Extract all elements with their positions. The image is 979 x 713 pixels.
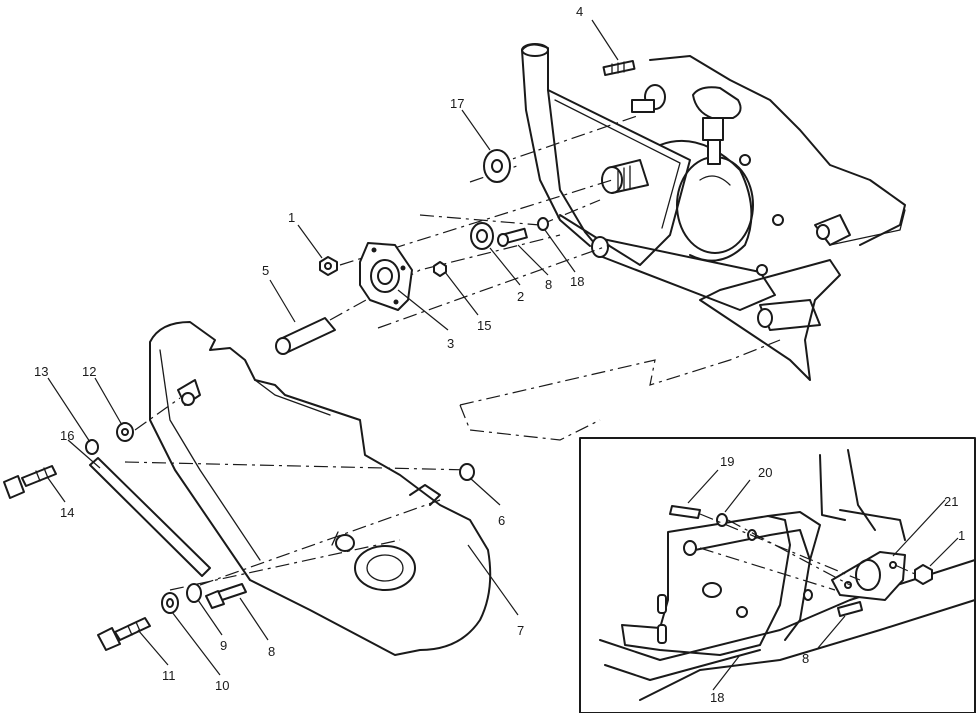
callout-8: 8	[545, 277, 552, 292]
inset-callout-20: 20	[758, 465, 772, 480]
grommet-6	[459, 463, 475, 481]
nut-13	[85, 439, 99, 455]
leader-lines	[47, 19, 619, 676]
washer-17	[483, 149, 511, 183]
callout-labels: 4 17 1 5 3 15 2 8 18 6 7 8 9 10 11 14 16…	[34, 4, 584, 693]
callout-1: 1	[288, 210, 295, 225]
inset-detail: 19 20 21 1 8 18	[579, 437, 976, 713]
bearing-flange-3	[359, 242, 413, 311]
bolt-4	[602, 59, 636, 77]
inset-callout-8: 8	[802, 651, 809, 666]
bushing-2	[470, 222, 494, 250]
callout-9: 9	[220, 638, 227, 653]
callout-5: 5	[262, 263, 269, 278]
rod-16	[89, 457, 211, 577]
callout-4: 4	[576, 4, 583, 19]
callout-10: 10	[215, 678, 229, 693]
washer-9	[186, 583, 202, 603]
callout-17: 17	[450, 96, 464, 111]
callout-11: 11	[162, 668, 176, 683]
spacer-tube-5	[275, 317, 336, 355]
callout-18: 18	[570, 274, 584, 289]
bolt-14	[3, 465, 57, 499]
callout-6: 6	[498, 513, 505, 528]
callout-12: 12	[82, 364, 96, 379]
callout-14: 14	[60, 505, 74, 520]
inset-callout-18: 18	[710, 690, 724, 705]
bolt-8-upper	[497, 227, 528, 247]
lockwasher-18	[537, 217, 549, 231]
inset-callout-1: 1	[958, 528, 965, 543]
callout-15: 15	[477, 318, 491, 333]
assembly-guide-lines	[124, 114, 781, 591]
bolt-11	[97, 617, 151, 651]
callout-3: 3	[447, 336, 454, 351]
callout-13: 13	[34, 364, 48, 379]
nut-15	[433, 261, 447, 277]
callout-16: 16	[60, 428, 74, 443]
nut-1	[319, 256, 338, 276]
washer-12	[116, 422, 134, 442]
inset-callout-19: 19	[720, 454, 734, 469]
bolt-8-lower	[205, 583, 247, 609]
callout-2: 2	[517, 289, 524, 304]
callout-7: 7	[517, 623, 524, 638]
engine-assembly	[521, 43, 906, 381]
clutch-guard	[149, 321, 492, 656]
inset-callout-21: 21	[944, 494, 958, 509]
callout-8-lower: 8	[268, 644, 275, 659]
inset-frame	[579, 437, 976, 713]
washer-10	[161, 592, 179, 614]
